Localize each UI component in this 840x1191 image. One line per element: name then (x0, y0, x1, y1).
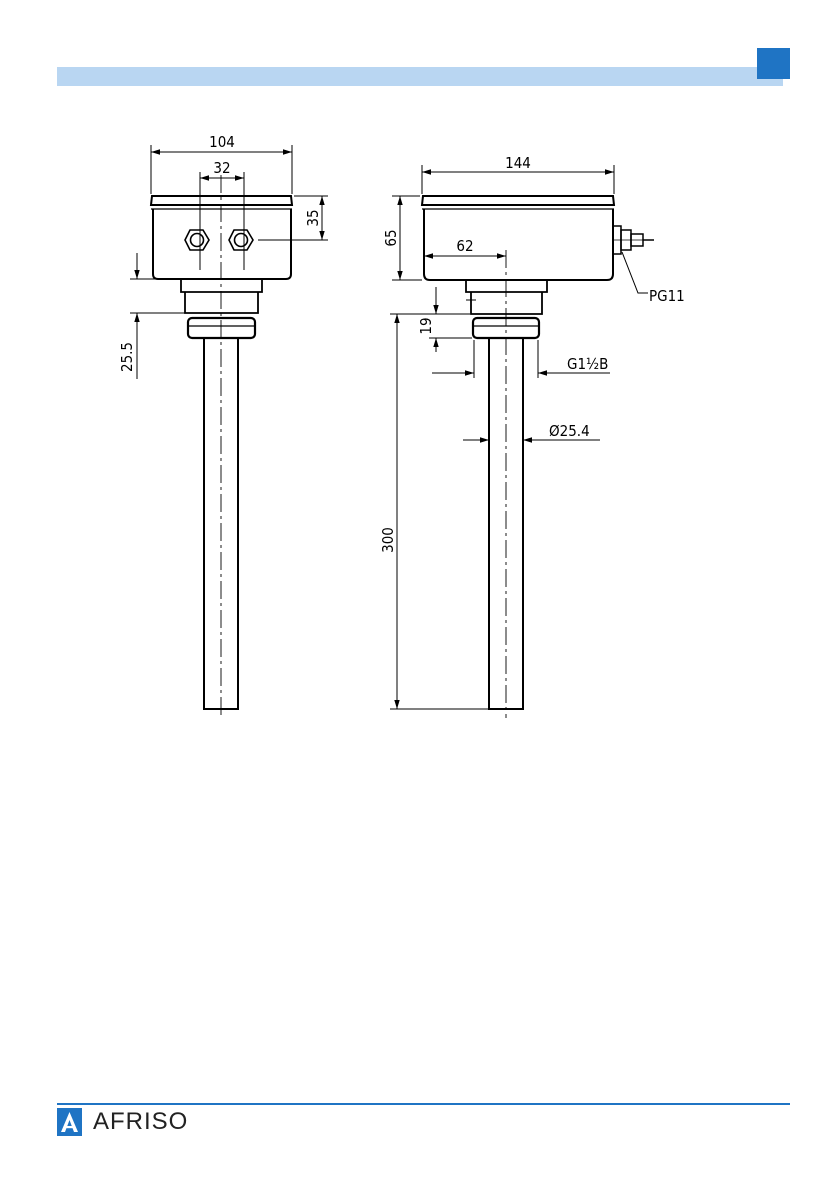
cable-gland-side (613, 226, 654, 254)
dim-25-5: 25.5 (118, 342, 136, 372)
cable-gland-left (185, 230, 209, 250)
label-pg11: PG11 (649, 287, 685, 305)
dim-300: 300 (379, 527, 397, 553)
dim-35: 35 (304, 209, 322, 226)
dim-144: 144 (505, 154, 531, 172)
footer-divider (57, 1103, 790, 1105)
brand-name: AFRISO (93, 1108, 188, 1136)
afriso-logo: AFRISO (57, 1107, 188, 1137)
afriso-triangle-logo-icon (57, 1108, 82, 1136)
side-view (422, 196, 654, 718)
dim-62: 62 (456, 237, 473, 255)
dim-104: 104 (209, 133, 235, 151)
dim-32: 32 (213, 159, 230, 177)
cable-gland-right (229, 230, 253, 250)
dim-19: 19 (417, 317, 435, 334)
label-thread: G1½B (567, 355, 608, 373)
front-view (151, 175, 292, 718)
dim-65: 65 (382, 229, 400, 246)
dim-diameter: Ø25.4 (549, 422, 590, 440)
